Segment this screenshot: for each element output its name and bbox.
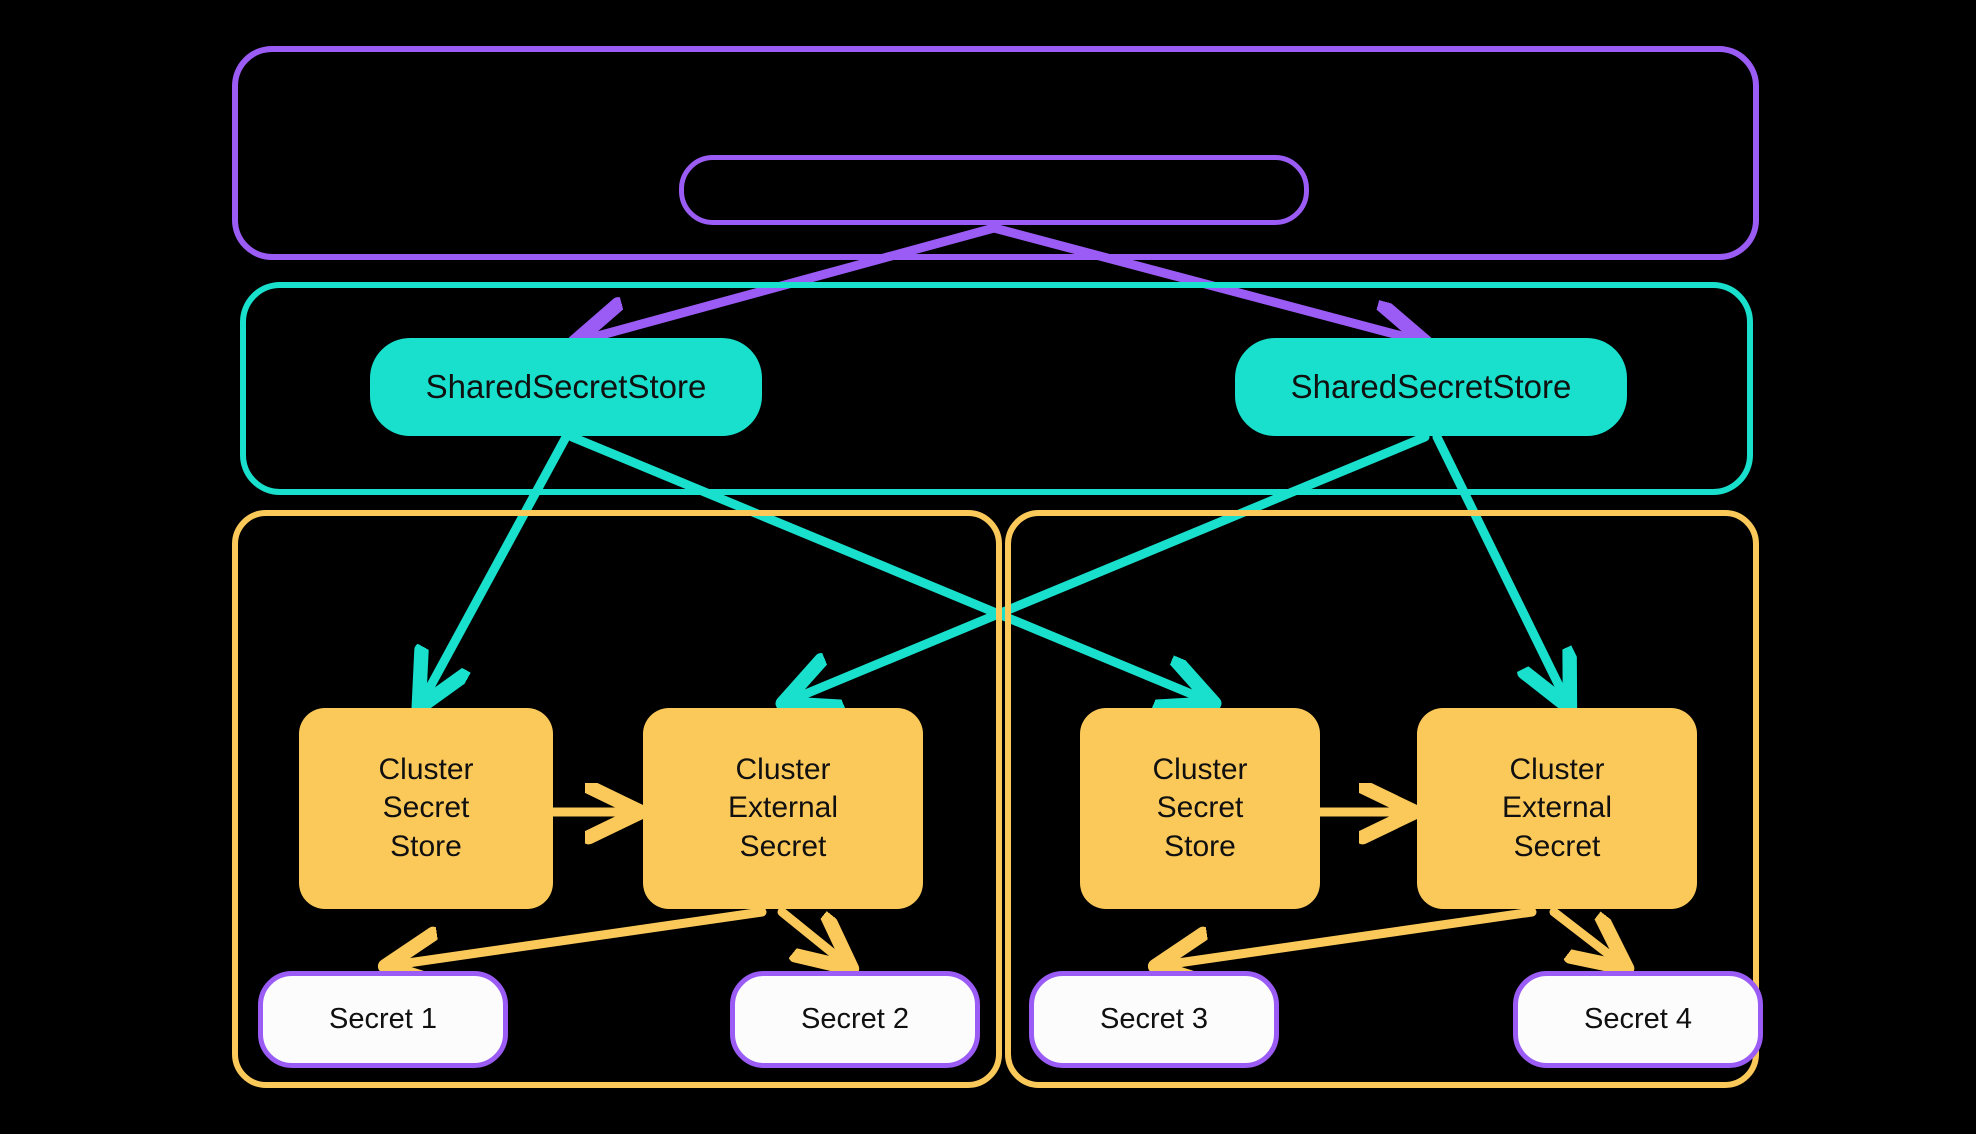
cluster-external-secret-left[interactable]: Cluster External Secret — [643, 708, 923, 909]
secret-2-node[interactable]: Secret 2 — [730, 971, 980, 1068]
secret-3-node[interactable]: Secret 3 — [1029, 971, 1279, 1068]
shared-secret-store-left[interactable]: SharedSecretStore — [370, 338, 762, 436]
cluster-right-group — [1005, 510, 1759, 1088]
secret-1-node[interactable]: Secret 1 — [258, 971, 508, 1068]
shared-store-group — [240, 282, 1753, 495]
controller-group — [232, 46, 1759, 260]
cluster-secret-store-left[interactable]: Cluster Secret Store — [299, 708, 553, 909]
cluster-external-secret-right[interactable]: Cluster External Secret — [1417, 708, 1697, 909]
cluster-left-group — [232, 510, 1002, 1088]
controller-node[interactable] — [679, 155, 1309, 225]
shared-secret-store-right[interactable]: SharedSecretStore — [1235, 338, 1627, 436]
secret-4-node[interactable]: Secret 4 — [1513, 971, 1763, 1068]
cluster-secret-store-right[interactable]: Cluster Secret Store — [1080, 708, 1320, 909]
